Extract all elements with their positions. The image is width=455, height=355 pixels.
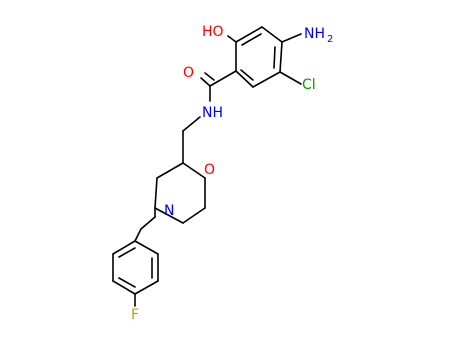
ring-oxygen-label: O [204,162,215,178]
bonds [112,26,302,307]
amine-label: NH [304,26,325,42]
bond [279,71,302,85]
bond [182,162,206,179]
bond [118,277,136,288]
bond [241,33,262,46]
fluorine-label: F [131,307,139,323]
carbonyl-oxygen-label: O [183,65,194,81]
bond [252,71,281,88]
atom-labels: HO NH 2 Cl O NH O N F [131,24,333,323]
bond [112,280,136,295]
amine-subscript: 2 [327,34,333,45]
bond [279,41,283,73]
bond [118,247,136,258]
bond [134,228,142,242]
bond [281,33,302,43]
bond [134,240,159,255]
bond [200,77,211,87]
bond [154,207,184,224]
bond [134,280,159,295]
bond [227,35,237,43]
chlorine-label: Cl [302,77,316,93]
bond [156,162,184,179]
bond [235,26,263,43]
bond [204,72,215,81]
bond [182,207,206,224]
ring-nitrogen-label: N [164,203,174,219]
bond [182,116,201,132]
hydroxyl-label: HO [202,24,224,40]
bond [273,46,276,69]
bond [112,240,136,255]
bond [261,26,283,43]
bond [154,177,158,209]
bond [140,216,156,230]
bond [209,70,237,87]
bond [235,70,254,88]
amide-nitrogen-label: NH [202,105,223,121]
bond [240,69,254,81]
